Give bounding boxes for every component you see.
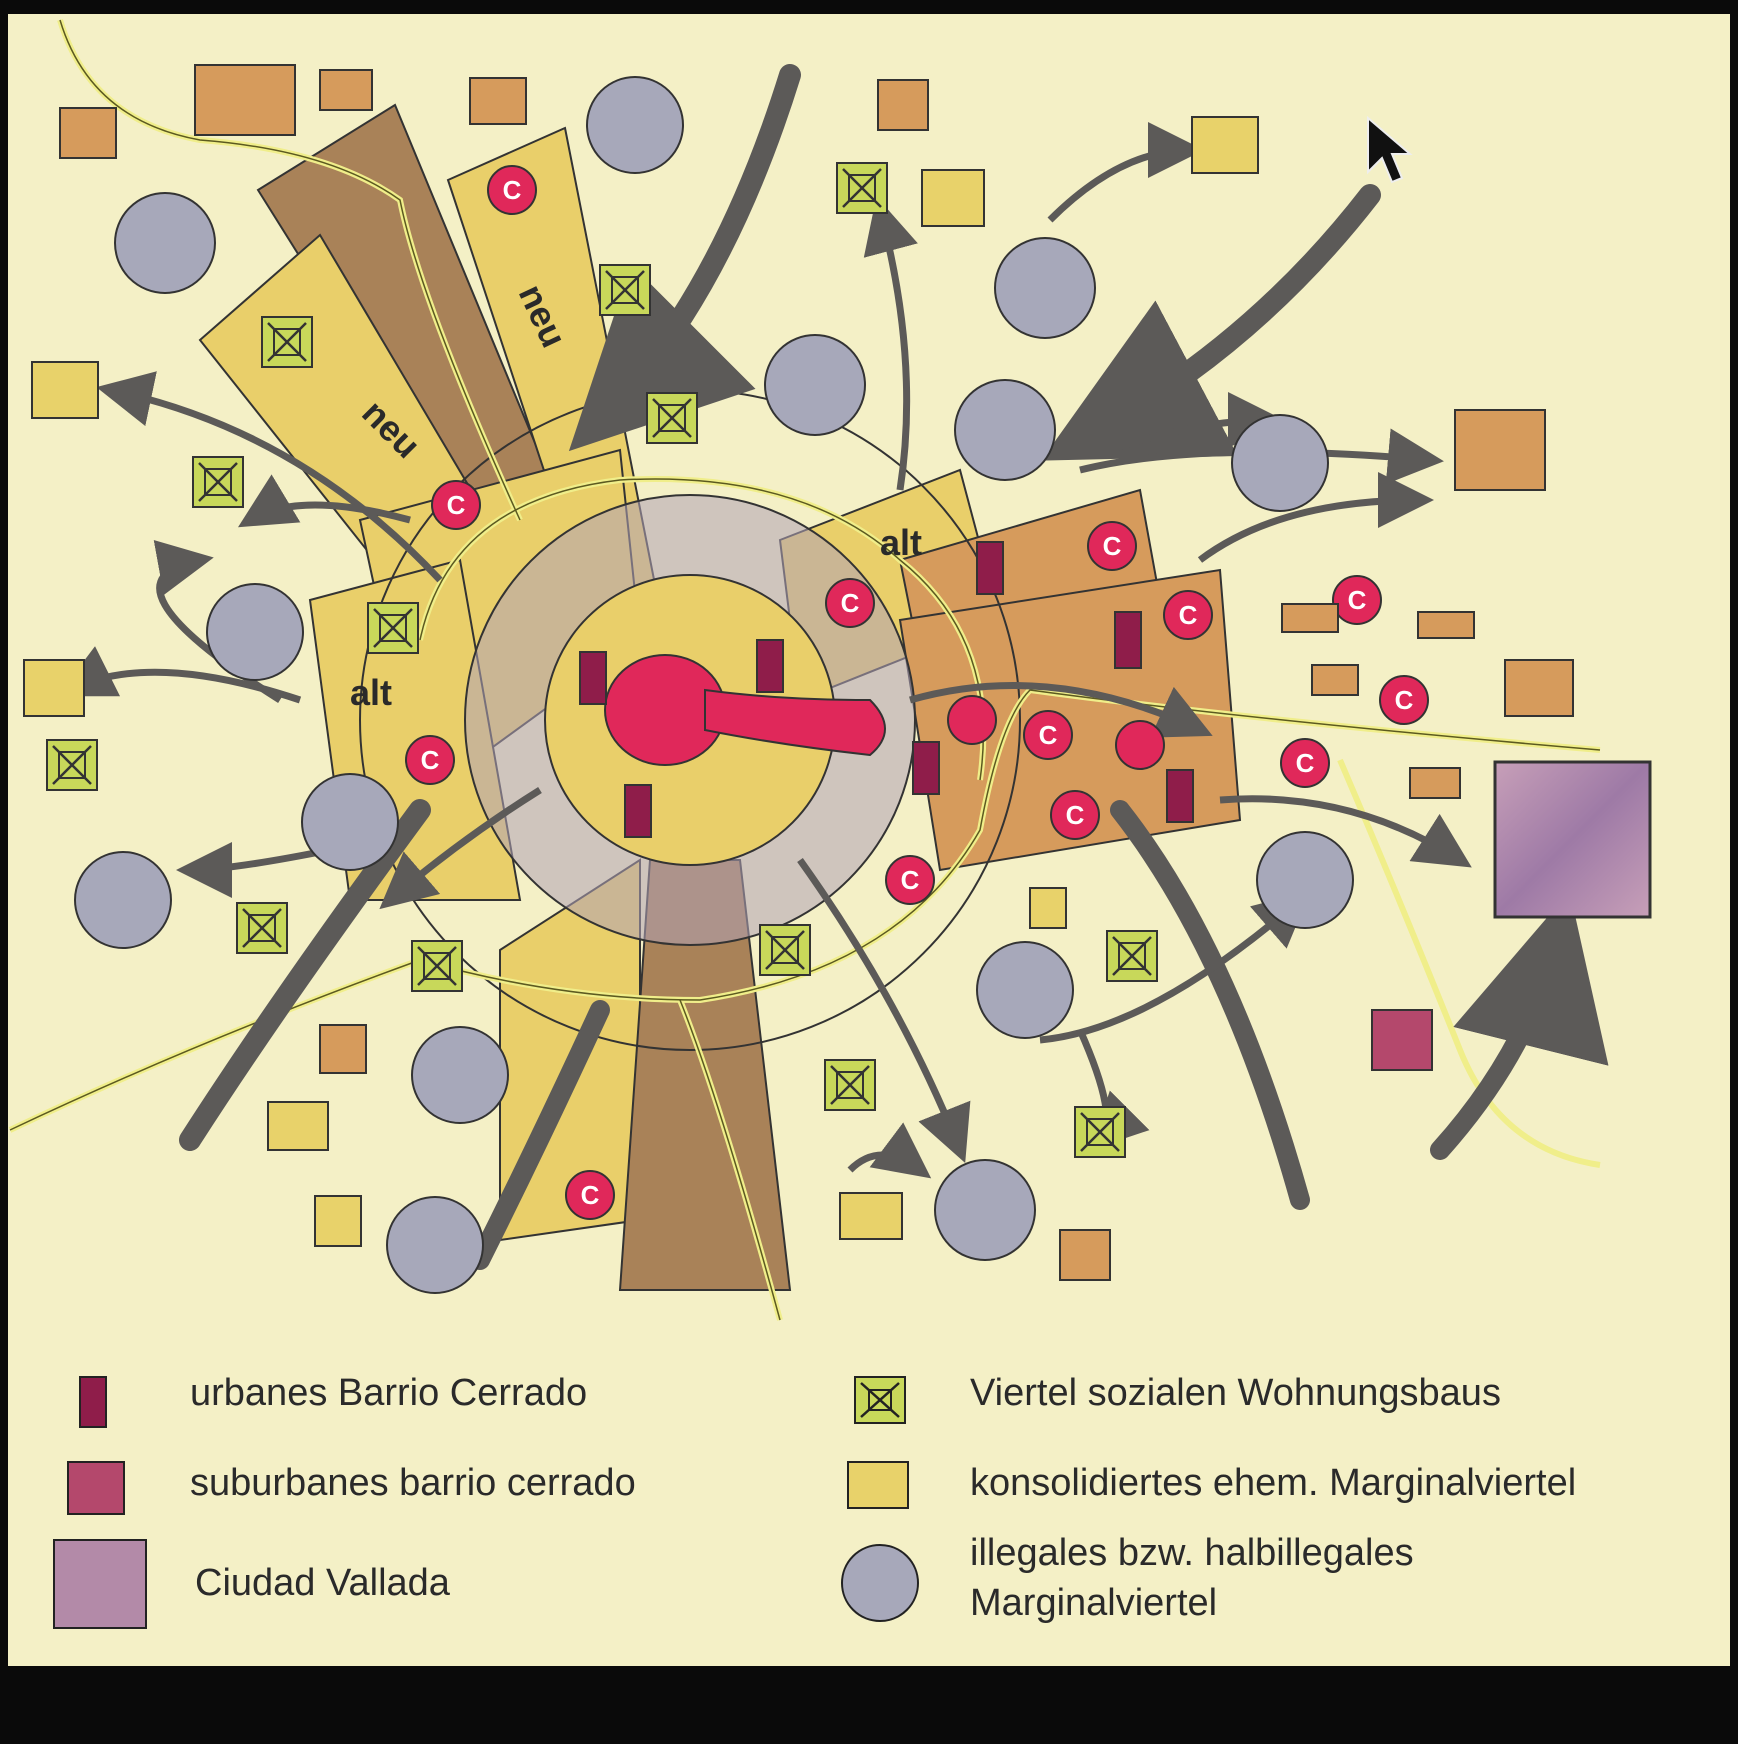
social-housing-square: [367, 602, 419, 654]
commercial-centre-letter: C: [1103, 531, 1122, 561]
legend-item-urban: urbanes Barrio Cerrado: [79, 1372, 587, 1428]
legend-item-consolidated: konsolidiertes ehem. Marginalviertel: [847, 1461, 1576, 1509]
marginal-settlement-circles: [74, 76, 1354, 1294]
suburban-barrio-cerrado-square: [1371, 1009, 1433, 1071]
central-business-district: [604, 654, 886, 766]
label-alt-west: alt: [350, 672, 392, 713]
legend-label-consolidated: konsolidiertes ehem. Marginalviertel: [970, 1462, 1576, 1504]
commercial-centre-marker: [431, 480, 481, 530]
commercial-centre-letter: C: [1039, 720, 1058, 750]
social-housing-square: [411, 940, 463, 992]
tall-rect-icon: [79, 1376, 107, 1428]
social-housing-square: [599, 264, 651, 316]
commercial-centre-letter: C: [1066, 800, 1085, 830]
commercial-centre-marker: [1332, 575, 1382, 625]
ciudad-vallada-square: [1493, 760, 1652, 919]
commercial-centre-marker: [1163, 590, 1213, 640]
commercial-centre-letter: C: [1348, 585, 1367, 615]
legend: urbanes Barrio Cerrado suburbanes barrio…: [53, 1372, 1576, 1629]
commercial-centre-letter: C: [1296, 748, 1315, 778]
legend-label-urban: urbanes Barrio Cerrado: [190, 1372, 587, 1414]
social-housing-square: [646, 392, 698, 444]
square-icon: [67, 1461, 125, 1515]
legend-label-vallada: Ciudad Vallada: [195, 1562, 451, 1604]
legend-item-social: Viertel sozialen Wohnungsbaus: [854, 1372, 1501, 1424]
large-square-icon: [53, 1539, 147, 1629]
flow-arrows: [57, 122, 1472, 1179]
legend-item-suburban: suburbanes barrio cerrado: [67, 1461, 636, 1515]
commercial-centre-letter: C: [503, 175, 522, 205]
social-housing-square: [1074, 1106, 1126, 1158]
commercial-centre-marker: [1379, 675, 1429, 725]
commercial-centre-marker: [1023, 710, 1073, 760]
commercial-centre-marker: [565, 1170, 615, 1220]
urban-barrio-cerrado-markers: [579, 541, 1194, 838]
social-housing-square: [261, 316, 313, 368]
social-housing-square: [1106, 930, 1158, 982]
commercial-centre-letter: C: [1395, 685, 1414, 715]
orange-squares: [59, 64, 1574, 1281]
commercial-centre-letter: C: [421, 745, 440, 775]
label-alt-north: alt: [880, 522, 922, 563]
legend-label-illegal-2: Marginalviertel: [970, 1582, 1217, 1624]
commercial-centre-letter: C: [581, 1180, 600, 1210]
red-dots: [947, 695, 1165, 770]
social-housing-squares: [46, 162, 1158, 1158]
social-housing-square: [759, 924, 811, 976]
legend-label-suburban: suburbanes barrio cerrado: [190, 1462, 636, 1504]
social-housing-square: [192, 456, 244, 508]
square-icon: [847, 1461, 909, 1509]
commercial-centre-marker: [1050, 790, 1100, 840]
commercial-centre-marker: [405, 735, 455, 785]
commercial-centre-marker: [825, 578, 875, 628]
legend-item-vallada: Ciudad Vallada: [53, 1539, 451, 1629]
commercial-centre-letter: C: [901, 865, 920, 895]
legend-item-illegal: illegales bzw. halbillegales Marginalvie…: [841, 1532, 1414, 1624]
legend-label-social: Viertel sozialen Wohnungsbaus: [970, 1372, 1501, 1414]
commercial-centre-letter: C: [1179, 600, 1198, 630]
commercial-centre-letter: C: [447, 490, 466, 520]
social-housing-square: [824, 1059, 876, 1111]
social-housing-square: [836, 162, 888, 214]
circle-icon: [841, 1544, 919, 1622]
commercial-centre-marker: [885, 855, 935, 905]
commercial-centre-markers: C C C C C C C C C C C C C: [405, 165, 1429, 1220]
commercial-centre-marker: [1087, 521, 1137, 571]
consolidated-squares: [23, 116, 1259, 1247]
social-housing-square: [46, 739, 98, 791]
social-housing-square: [236, 902, 288, 954]
commercial-centre-marker: [487, 165, 537, 215]
legend-label-illegal-1: illegales bzw. halbillegales: [970, 1532, 1414, 1574]
commercial-centre-marker: [1280, 738, 1330, 788]
mouse-cursor-icon: [1367, 115, 1413, 184]
commercial-centre-letter: C: [841, 588, 860, 618]
